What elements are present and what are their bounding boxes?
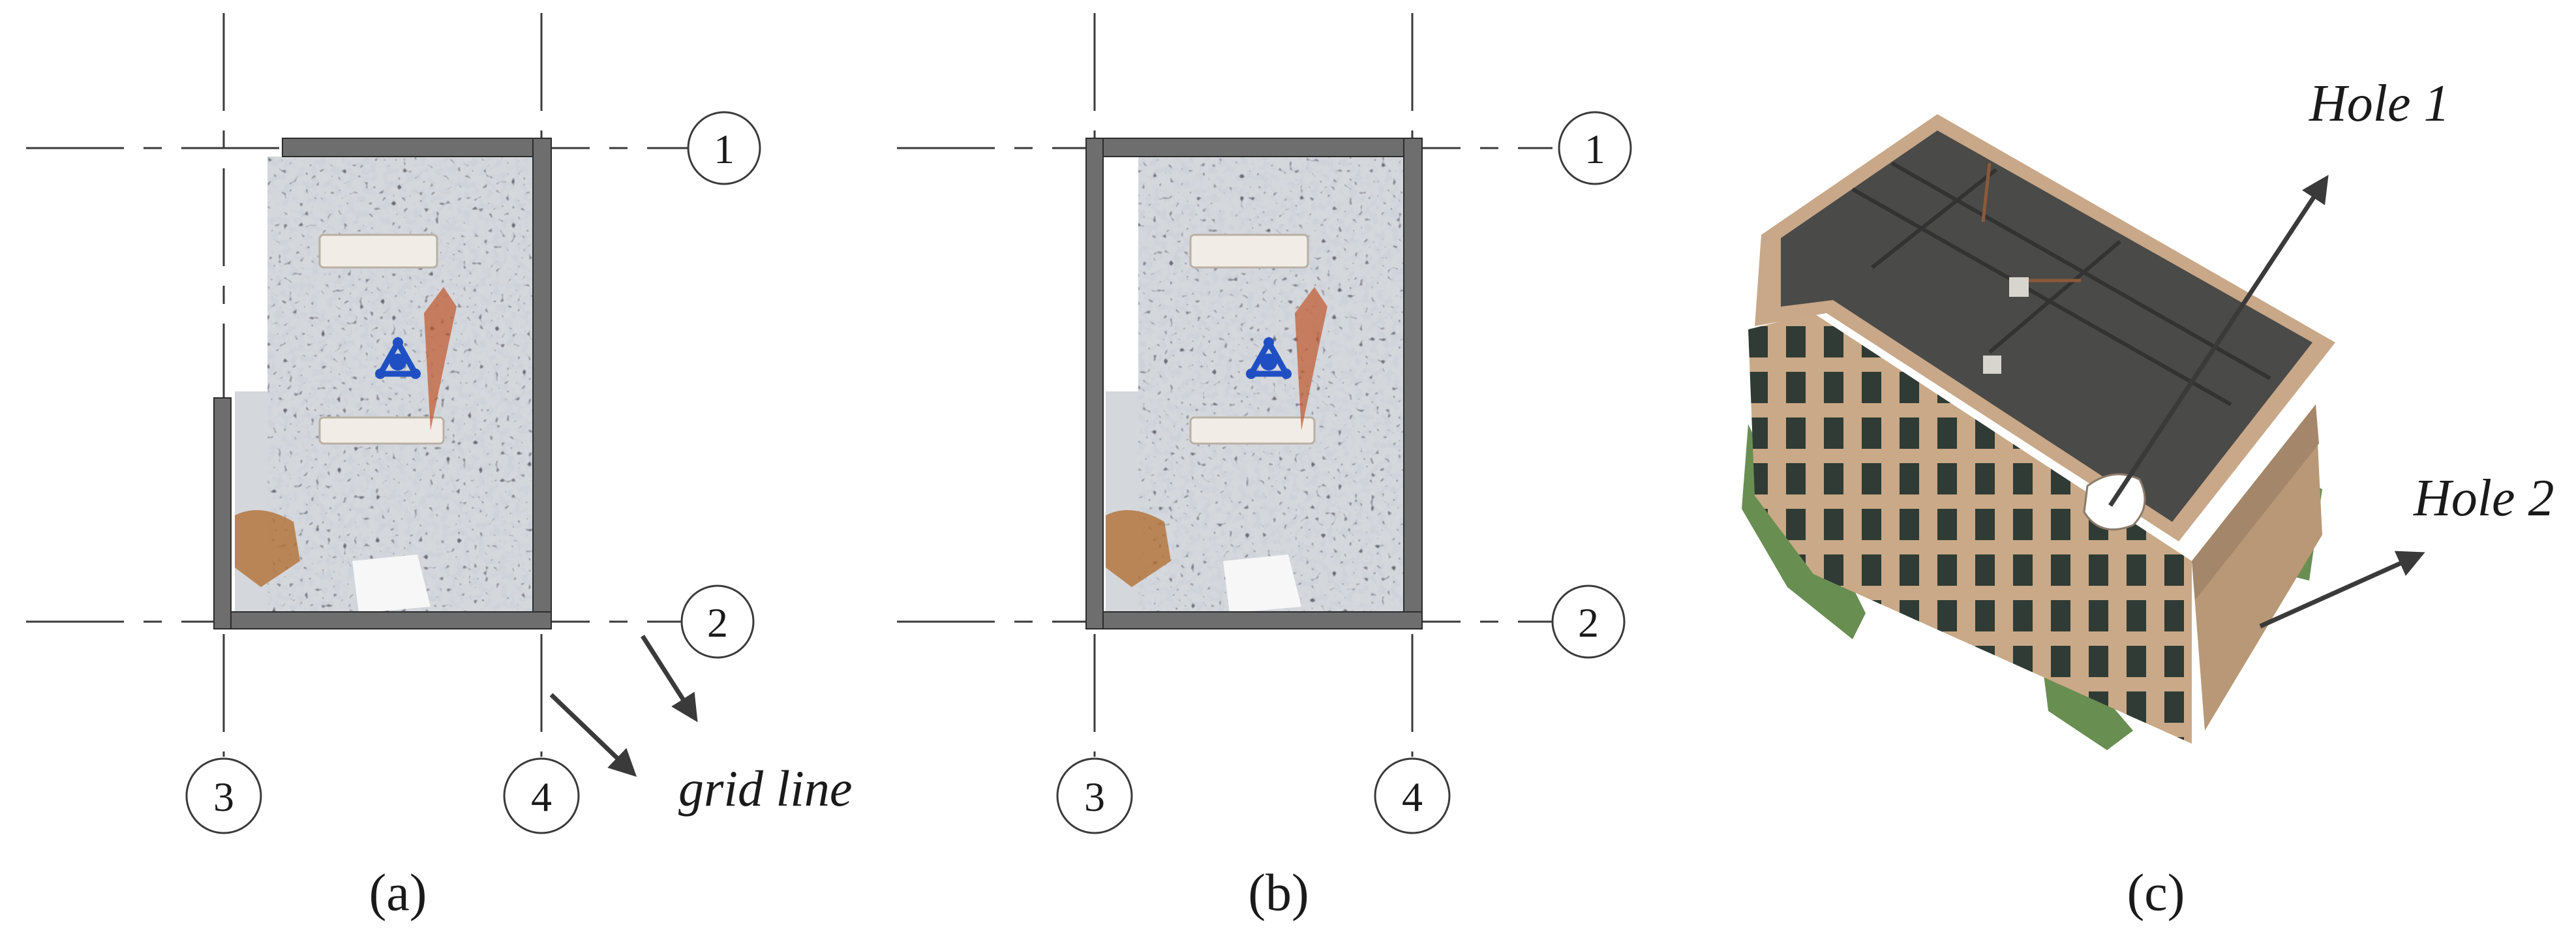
scanner-station-icon xyxy=(375,336,421,379)
annotation-hole-2: Hole 2 xyxy=(2413,470,2554,527)
arrow-icon xyxy=(641,635,698,723)
panel-a: 1 2 3 4 grid line (a) xyxy=(26,13,853,922)
grid-bubble-1: 1 xyxy=(687,111,761,185)
svg-text:2: 2 xyxy=(1578,599,1599,646)
scanner-station-icon xyxy=(1246,336,1292,379)
caption-a: (a) xyxy=(369,864,427,922)
svg-text:3: 3 xyxy=(1084,774,1105,820)
svg-text:4: 4 xyxy=(1402,774,1423,820)
svg-text:2: 2 xyxy=(707,599,728,646)
annotation-grid-line: grid line xyxy=(678,760,853,817)
building-model xyxy=(1742,114,2335,750)
walls-completed xyxy=(1085,138,1423,629)
walls-partial xyxy=(213,138,552,629)
annotation-hole-1: Hole 1 xyxy=(2309,75,2450,132)
grid-bubble-1: 1 xyxy=(1558,111,1632,185)
grid-bubble-3: 3 xyxy=(185,757,262,834)
ceiling-light xyxy=(318,234,438,269)
ceiling-light xyxy=(1189,234,1309,269)
arrow-icon xyxy=(2108,174,2329,507)
grid-bubble-2: 2 xyxy=(1551,584,1626,659)
svg-text:4: 4 xyxy=(531,774,552,820)
arrow-icon xyxy=(2259,551,2425,629)
arrow-icon xyxy=(549,693,637,777)
panel-b: 1 2 3 4 (b) xyxy=(897,13,1632,922)
svg-text:1: 1 xyxy=(714,126,735,172)
caption-b: (b) xyxy=(1248,864,1309,922)
grid-bubble-4: 4 xyxy=(503,757,580,834)
ceiling-light xyxy=(318,416,445,445)
svg-text:3: 3 xyxy=(213,774,234,820)
grid-bubble-2: 2 xyxy=(680,584,755,659)
grid-bubble-3: 3 xyxy=(1056,757,1133,834)
point-cloud xyxy=(235,157,541,613)
grid-bubble-4: 4 xyxy=(1374,757,1451,834)
caption-c: (c) xyxy=(2127,864,2185,922)
svg-text:1: 1 xyxy=(1584,126,1605,172)
panel-c: Hole 1 Hole 2 (c) xyxy=(1742,75,2554,922)
ceiling-light xyxy=(1189,416,1316,445)
point-cloud xyxy=(1106,157,1412,613)
